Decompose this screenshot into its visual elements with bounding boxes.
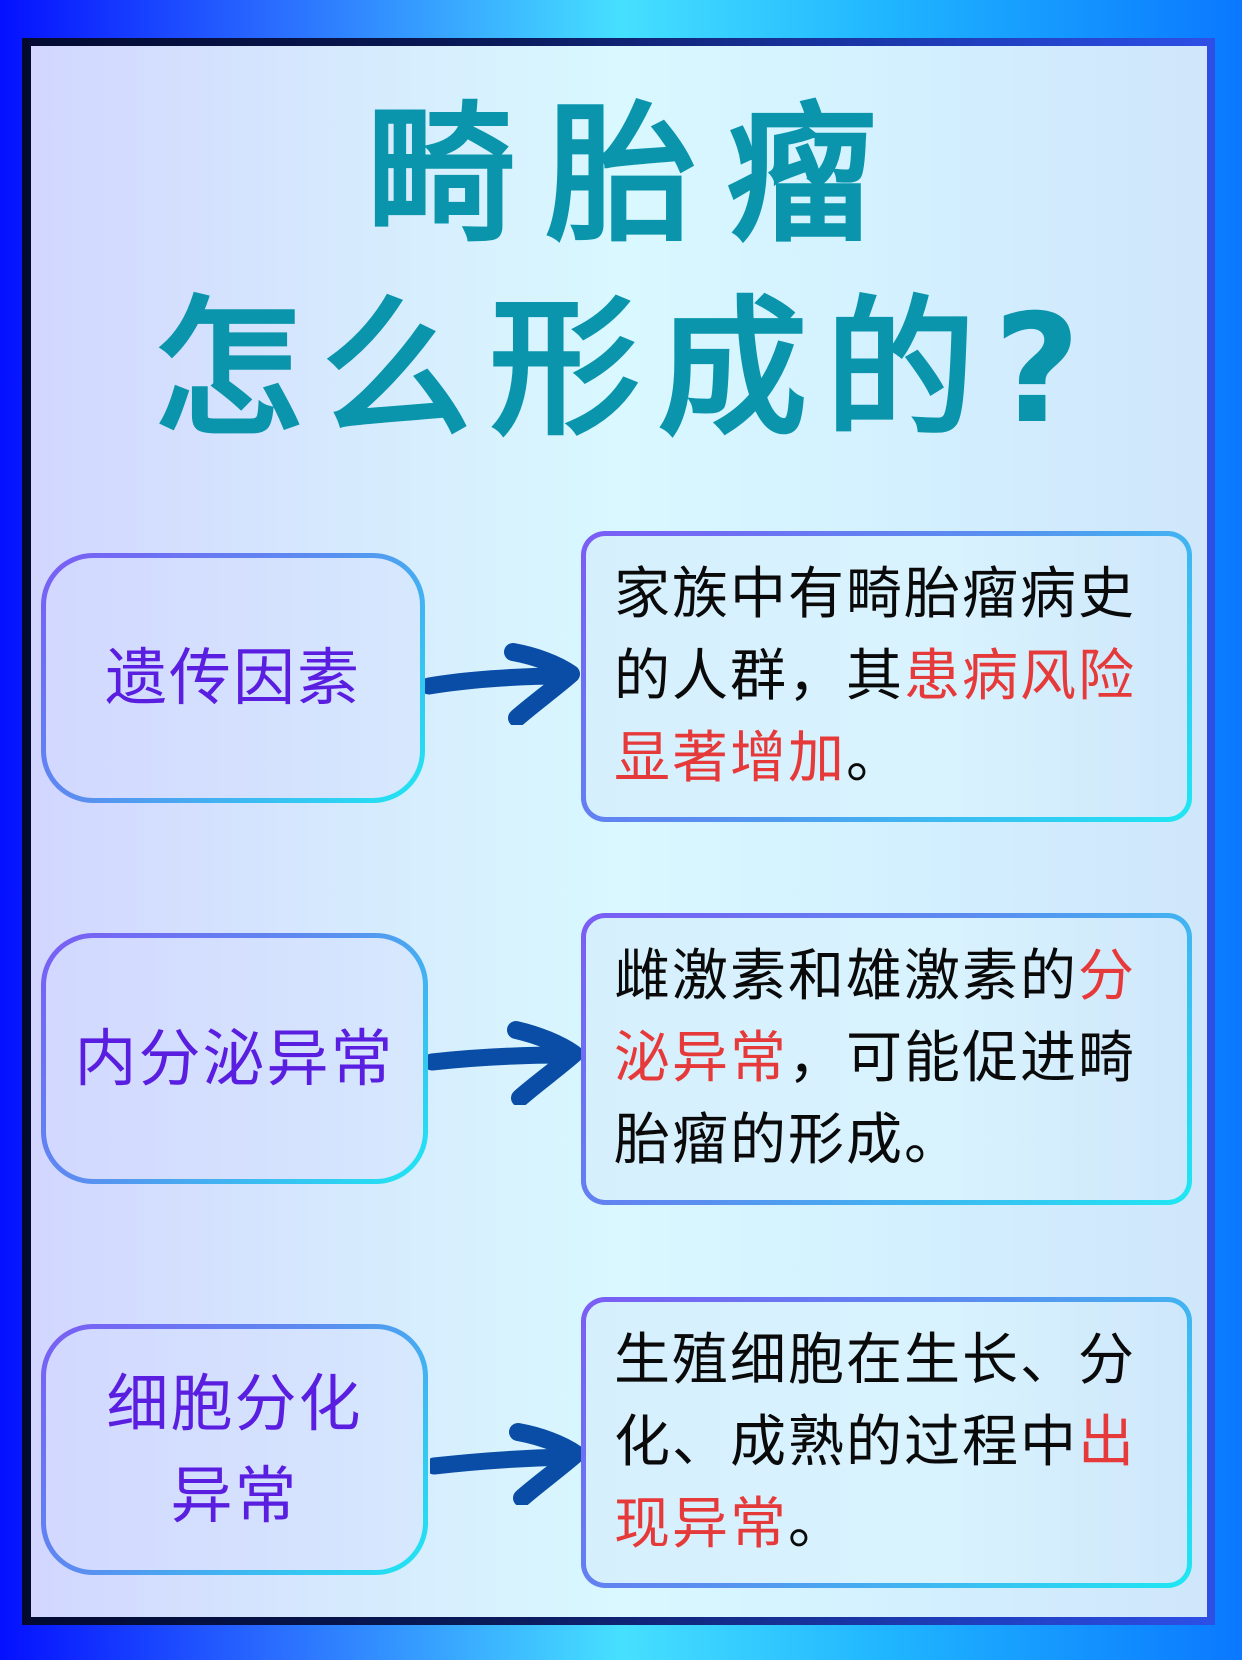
highlight-text: 患病风险显著增加 [614, 643, 1136, 791]
right-arrow-icon [430, 1423, 585, 1505]
factor-label: 细胞分化 异常 [106, 1366, 363, 1532]
factor-box-cell-differentiation: 细胞分化 异常 [41, 1324, 428, 1575]
factor-label: 内分泌异常 [74, 1021, 395, 1095]
description-text: 家族中有畸胎瘤病史的人群，其患病风险显著增加。 [614, 561, 1136, 791]
factor-box-genetic: 遗传因素 [41, 553, 425, 803]
highlight-text: 分泌异常 [614, 944, 1136, 1091]
highlight-text: 出现异常 [614, 1409, 1136, 1557]
right-arrow-icon [428, 1021, 583, 1105]
factor-box-endocrine: 内分泌异常 [41, 933, 428, 1184]
title-line-1: 畸胎瘤 [365, 89, 906, 263]
title-line-2: 怎么形成的? [153, 283, 1099, 457]
description-text: 雌激素和雄激素的分泌异常，可能促进畸胎瘤的形成。 [614, 944, 1136, 1173]
factor-label: 遗传因素 [104, 641, 361, 714]
description-text: 生殖细胞在生长、分化、成熟的过程中出现异常。 [614, 1327, 1136, 1557]
description-box-genetic: 家族中有畸胎瘤病史的人群，其患病风险显著增加。 [581, 531, 1192, 822]
right-arrow-icon [425, 643, 580, 725]
description-box-endocrine: 雌激素和雄激素的分泌异常，可能促进畸胎瘤的形成。 [581, 913, 1192, 1205]
description-box-cell-differentiation: 生殖细胞在生长、分化、成熟的过程中出现异常。 [581, 1297, 1192, 1588]
